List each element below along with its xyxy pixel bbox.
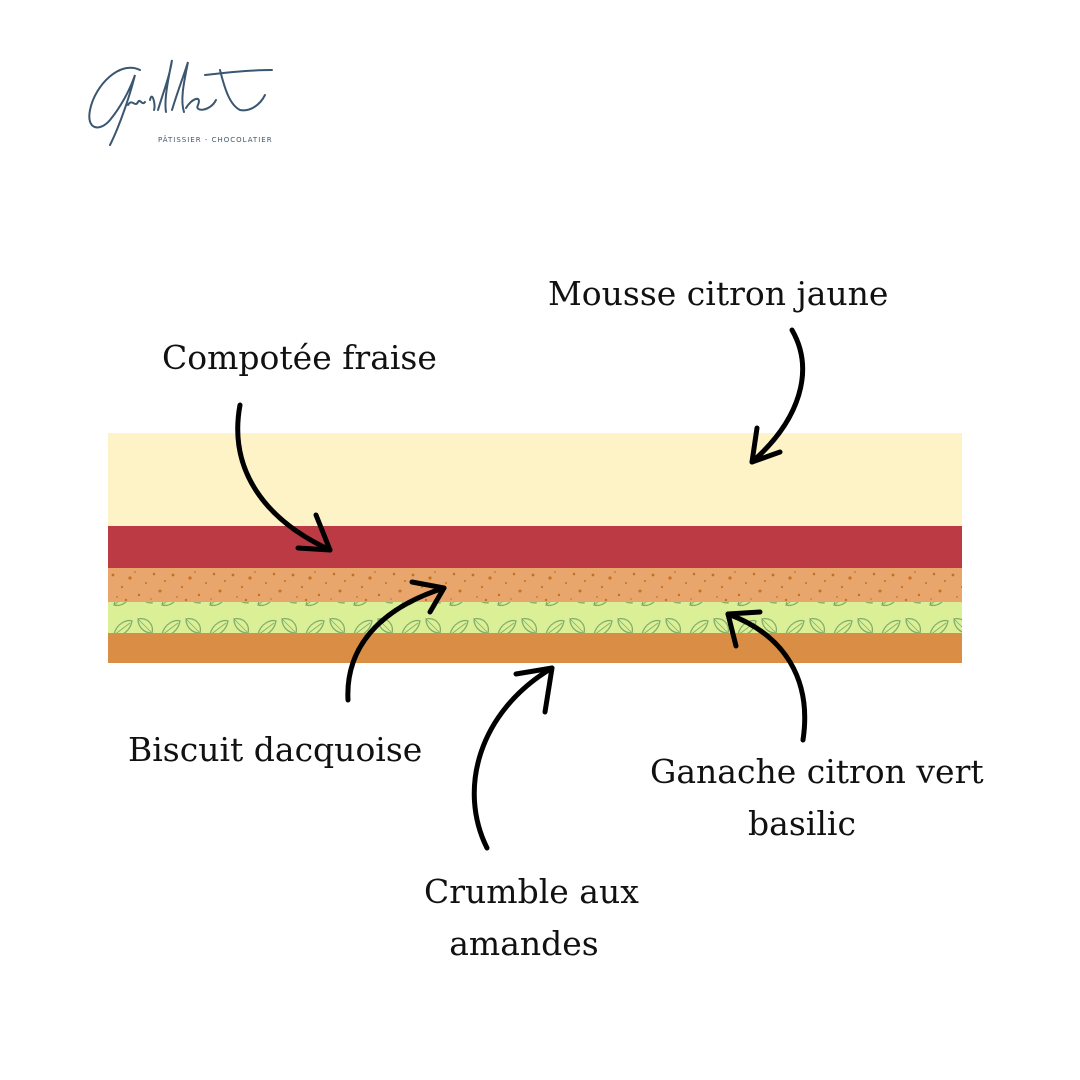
guillet-signature-logo (88, 59, 273, 146)
label-biscuit: Biscuit dacquoise (128, 730, 423, 769)
label-crumble: Crumble aux amandes (424, 866, 639, 970)
label-crumble-line2: amandes (449, 924, 599, 963)
arrow-crumble (471, 665, 555, 851)
label-ganache-line1: Ganache citron vert (650, 752, 984, 791)
label-compotee: Compotée fraise (162, 338, 437, 377)
label-crumble-line1: Crumble aux (424, 872, 639, 911)
label-ganache: Ganache citron vert basilic (650, 746, 984, 850)
label-mousse: Mousse citron jaune (548, 274, 889, 313)
biscuit-dacquoise-layer (108, 633, 962, 663)
compotee-fraise-layer (108, 526, 962, 568)
label-ganache-line2: basilic (748, 804, 856, 843)
cake-layers (108, 433, 962, 663)
brand-subtitle: PÂTISSIER - CHOCOLATIER (158, 136, 273, 144)
mousse-citron-layer (108, 433, 962, 526)
